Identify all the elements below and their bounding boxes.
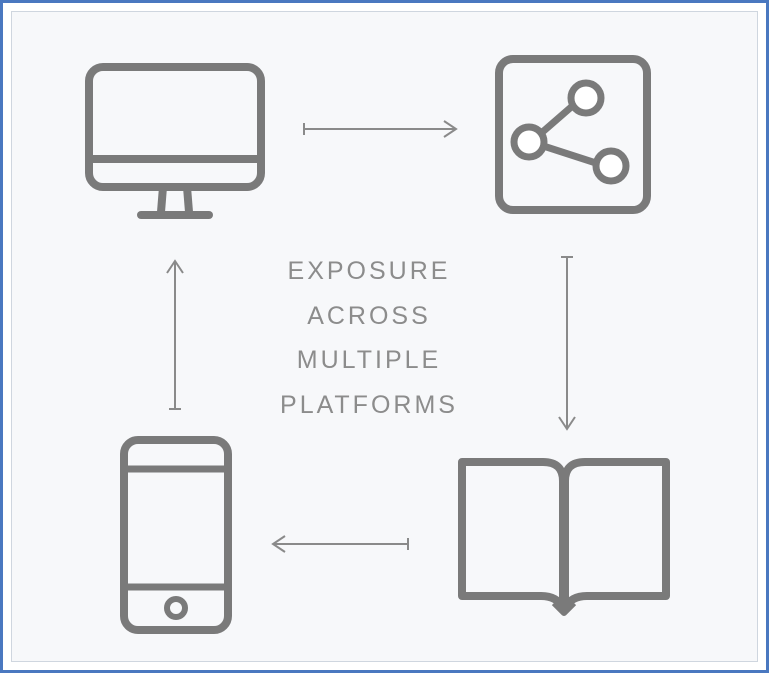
- center-label: EXPOSURE ACROSS MULTIPLE PLATFORMS: [253, 249, 485, 427]
- open-book-icon: [458, 458, 670, 616]
- center-label-line-2: ACROSS: [307, 301, 431, 330]
- center-label-line-1: EXPOSURE: [287, 257, 451, 285]
- arrow-book-to-phone: [271, 535, 409, 553]
- arrow-desktop-to-share: [303, 120, 458, 138]
- diagram-canvas: [11, 11, 758, 662]
- center-label-line-4: PLATFORMS: [280, 390, 458, 419]
- arrow-phone-to-desktop: [166, 259, 184, 410]
- desktop-monitor-icon: [85, 63, 265, 219]
- arrow-share-to-book: [558, 256, 576, 431]
- share-icon: [495, 55, 651, 214]
- center-label-line-3: MULTIPLE: [296, 346, 442, 374]
- smartphone-icon: [120, 436, 232, 634]
